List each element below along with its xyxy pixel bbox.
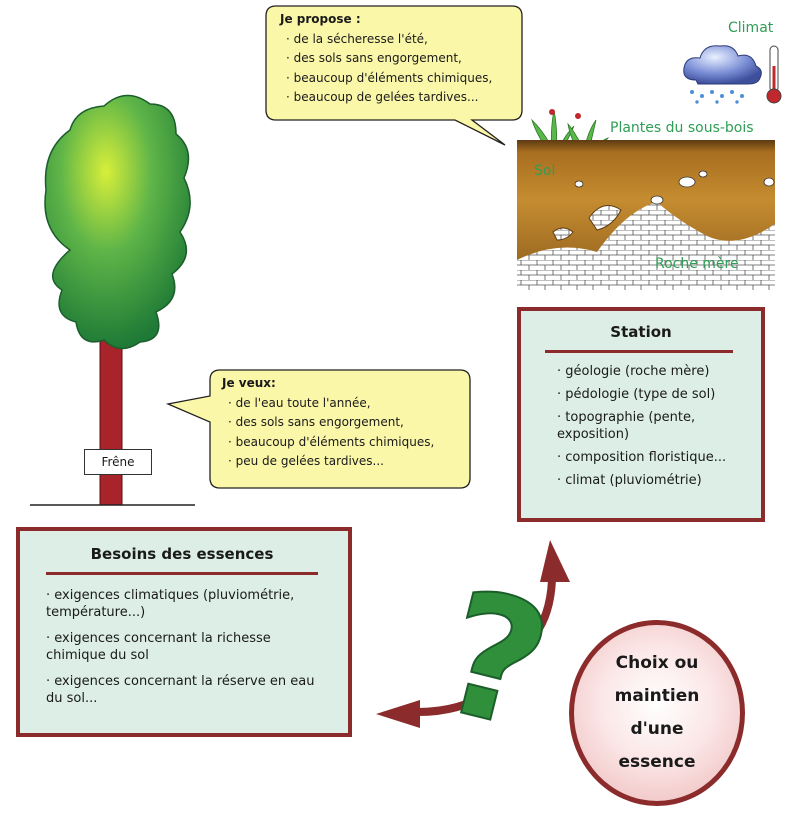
besoins-box: Besoins des essences exigences climatiqu… (16, 527, 352, 737)
tree-bubble-title: Je veux: (222, 376, 276, 390)
soil-bubble-item: beaucoup de gelées tardives... (286, 88, 520, 108)
choice-circle: Choix ou maintien d'une essence (569, 620, 745, 806)
roche-mere-label: Roche mère (655, 256, 739, 272)
besoins-item: exigences concernant la réserve en eau d… (46, 673, 318, 707)
station-box: Station géologie (roche mère) pédologie … (517, 307, 765, 522)
soil-profile (517, 140, 775, 290)
plantes-label: Plantes du sous-bois (610, 120, 754, 136)
soil-bubble-text: Je propose : de la sécheresse l'été, des… (280, 10, 520, 108)
soil-bubble-item: de la sécheresse l'été, (286, 30, 520, 50)
tree-bubble-item: peu de gelées tardives... (228, 452, 462, 472)
tree-bubble-item: beaucoup d'éléments chimiques, (228, 433, 462, 453)
station-item: topographie (pente, exposition) (557, 409, 743, 443)
tree-bubble-item: des sols sans engorgement, (228, 413, 462, 433)
station-title: Station (610, 323, 672, 341)
sol-label: Sol (534, 163, 556, 179)
tree-bubble-item: de l'eau toute l'année, (228, 394, 462, 414)
choice-line: Choix ou (615, 653, 699, 673)
choice-line: essence (618, 752, 696, 772)
station-item: géologie (roche mère) (557, 363, 743, 380)
choice-line: maintien (614, 686, 700, 706)
choice-text: Choix ou maintien d'une essence (602, 647, 712, 779)
station-item: climat (pluviométrie) (557, 472, 743, 489)
soil-bubble-item: des sols sans engorgement, (286, 49, 520, 69)
tree-name-tag: Frêne (84, 449, 152, 475)
besoins-item: exigences climatiques (pluviométrie, tem… (46, 587, 318, 621)
soil-bubble-item: beaucoup d'éléments chimiques, (286, 69, 520, 89)
climat-label: Climat (728, 20, 774, 36)
besoins-divider (46, 572, 318, 575)
station-item: composition floristique... (557, 449, 743, 466)
cloud-rain-icon (683, 45, 762, 104)
station-item: pédologie (type de sol) (557, 386, 743, 403)
besoins-item: exigences concernant la richesse chimiqu… (46, 630, 318, 664)
besoins-title: Besoins des essences (90, 545, 274, 563)
thermometer-icon (766, 45, 782, 104)
station-divider (545, 350, 733, 353)
tree-bubble-text: Je veux: de l'eau toute l'année, des sol… (222, 374, 462, 472)
soil-bubble-title: Je propose : (280, 12, 361, 26)
choice-line: d'une (630, 719, 684, 739)
